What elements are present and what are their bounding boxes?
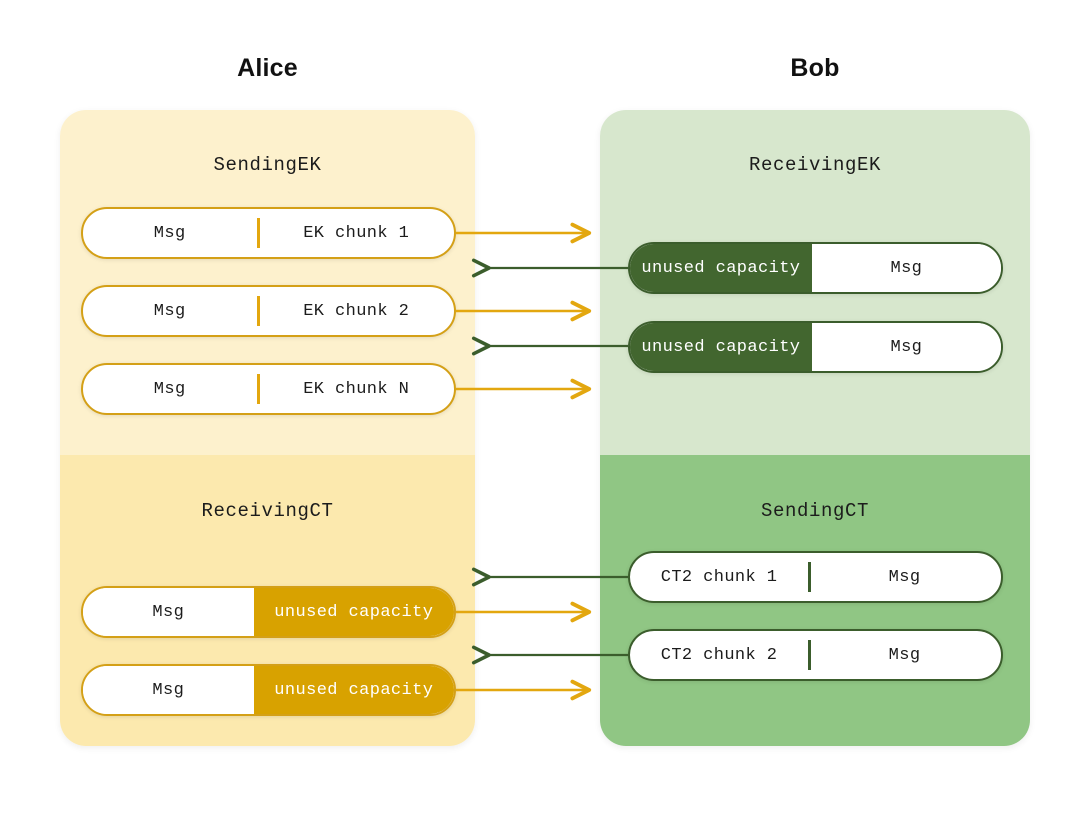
pill-divider-icon — [257, 374, 260, 404]
pill-receiving-ct-row-0[interactable]: Msg unused capacity — [81, 586, 456, 638]
pill-segment-right: EK chunk N — [303, 379, 410, 399]
pill-receiving-ek-row-1[interactable]: unused capacity Msg — [628, 321, 1003, 373]
pill-segment-left: Msg — [153, 301, 186, 321]
pill-receiving-ct-row-1[interactable]: Msg unused capacity — [81, 664, 456, 716]
pill-segment-right: EK chunk 1 — [303, 223, 410, 243]
panel-receiving-ek: ReceivingEK unused capacity Msg unused c… — [600, 110, 1030, 455]
pill-segment-left: Msg — [153, 379, 186, 399]
panel-receiving-ct: ReceivingCT Msg unused capacity Msg unus… — [60, 455, 475, 746]
party-label-alice: Alice — [237, 54, 298, 82]
pill-segment-left: Msg — [83, 666, 254, 714]
pill-divider-icon — [808, 562, 811, 592]
pill-sending-ek-row-1[interactable]: Msg EK chunk 2 — [81, 285, 456, 337]
column-bob: ReceivingEK unused capacity Msg unused c… — [600, 110, 1030, 746]
panel-sending-ek: SendingEK Msg EK chunk 1 Msg EK chunk 2 … — [60, 110, 475, 455]
panel-title-receiving-ct: ReceivingCT — [201, 500, 334, 522]
pill-segment-right: Msg — [811, 244, 1001, 292]
pill-sending-ct-row-0[interactable]: CT2 chunk 1 Msg — [628, 551, 1003, 603]
pill-sending-ct-row-1[interactable]: CT2 chunk 2 Msg — [628, 629, 1003, 681]
panel-sending-ct: SendingCT CT2 chunk 1 Msg CT2 chunk 2 Ms… — [600, 455, 1030, 746]
pill-divider-icon — [257, 296, 260, 326]
column-alice: SendingEK Msg EK chunk 1 Msg EK chunk 2 … — [60, 110, 475, 746]
pill-segment-right: EK chunk 2 — [303, 301, 410, 321]
pill-receiving-ek-row-0[interactable]: unused capacity Msg — [628, 242, 1003, 294]
panel-title-receiving-ek: ReceivingEK — [748, 154, 882, 176]
pill-segment-unused-capacity: unused capacity — [253, 588, 454, 636]
pill-segment-unused-capacity: unused capacity — [630, 323, 812, 371]
pill-divider-icon — [257, 218, 260, 248]
pill-sending-ek-row-2[interactable]: Msg EK chunk N — [81, 363, 456, 415]
pill-segment-left: Msg — [153, 223, 186, 243]
pill-divider-icon — [808, 640, 811, 670]
pill-segment-right: Msg — [888, 645, 921, 665]
pill-segment-left: CT2 chunk 2 — [660, 645, 778, 665]
pill-segment-left: Msg — [83, 588, 254, 636]
panel-title-sending-ct: SendingCT — [760, 500, 870, 522]
pill-segment-unused-capacity: unused capacity — [253, 666, 454, 714]
panel-title-sending-ek: SendingEK — [213, 154, 322, 176]
pill-segment-unused-capacity: unused capacity — [630, 244, 812, 292]
pill-segment-right: Msg — [888, 567, 921, 587]
pill-segment-left: CT2 chunk 1 — [660, 567, 778, 587]
pill-sending-ek-row-0[interactable]: Msg EK chunk 1 — [81, 207, 456, 259]
pill-segment-right: Msg — [811, 323, 1001, 371]
party-label-bob: Bob — [790, 54, 840, 82]
